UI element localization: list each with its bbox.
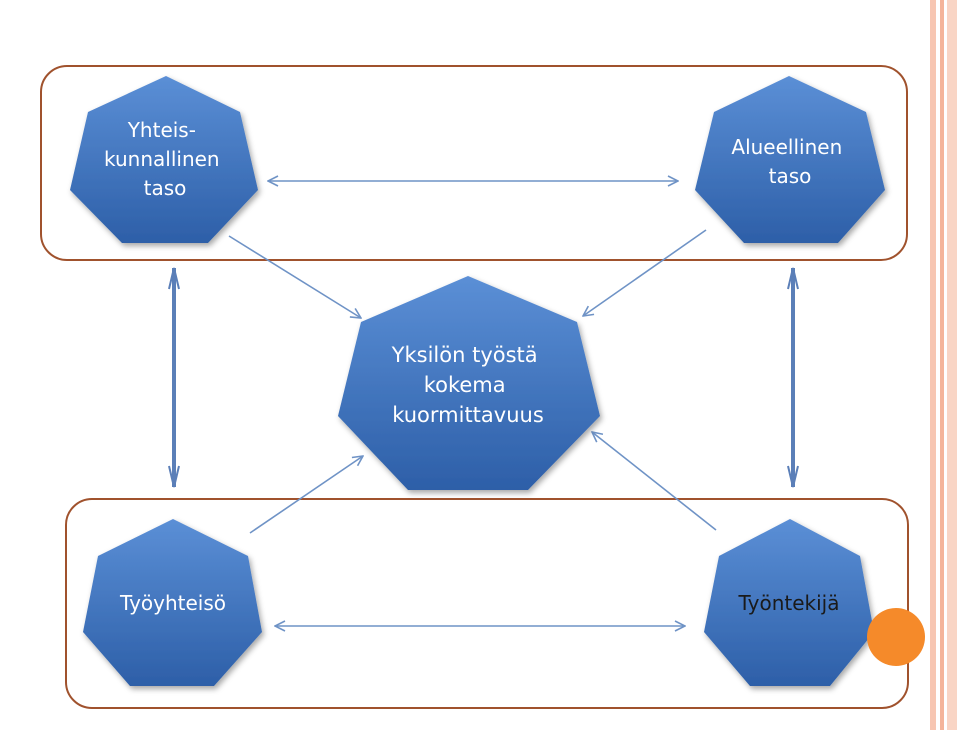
heptagon-shape xyxy=(704,519,874,686)
heptagon-shape xyxy=(695,76,885,243)
svg-text:Yksilön työstä kokema: Yksilön työstä kokema kuormittavuus xyxy=(391,343,545,427)
arrow-regional-center xyxy=(583,229,707,316)
node-label-line: Yhteis- xyxy=(127,118,196,142)
node-label-line: kuormittavuus xyxy=(392,403,544,427)
svg-text:Työntekijä: Työntekijä xyxy=(738,591,840,615)
node-label-line: Yksilön työstä xyxy=(391,343,538,367)
node-employee: Työntekijä xyxy=(704,519,874,686)
heptagon-shape xyxy=(338,276,600,490)
right-edge-stripes xyxy=(930,0,957,730)
top-frame xyxy=(40,65,908,261)
node-center: Yksilön työstä kokema kuormittavuus xyxy=(338,276,600,490)
arrow-employee-center xyxy=(592,432,717,531)
svg-text:Yhteis- kunnallinen: Yhteis- kunnallinen taso xyxy=(104,118,226,200)
heptagon-shape xyxy=(83,519,262,686)
node-community: Yhteis- kunnallinen taso xyxy=(70,76,258,243)
node-label-line: Alueellinen xyxy=(731,135,842,159)
orange-dot-decoration xyxy=(867,608,925,666)
node-label-line: kunnallinen xyxy=(104,147,220,171)
heptagon-shape xyxy=(70,76,258,243)
arrow-community-center xyxy=(228,235,361,318)
node-label-line: taso xyxy=(769,164,812,188)
connectors xyxy=(168,181,799,626)
node-workplace: Työyhteisö xyxy=(83,519,262,686)
arrow-workplace-center xyxy=(249,456,363,534)
bottom-frame xyxy=(65,498,909,709)
node-label-line: kokema xyxy=(424,373,506,397)
node-label-line: Työyhteisö xyxy=(119,591,226,615)
node-label-line: Työntekijä xyxy=(738,591,840,615)
svg-text:Työyhteisö: Työyhteisö xyxy=(119,591,226,615)
node-label-line: taso xyxy=(144,176,187,200)
svg-text:Alueellinen taso: Alueellinen taso xyxy=(731,135,848,188)
node-regional: Alueellinen taso xyxy=(695,76,885,243)
